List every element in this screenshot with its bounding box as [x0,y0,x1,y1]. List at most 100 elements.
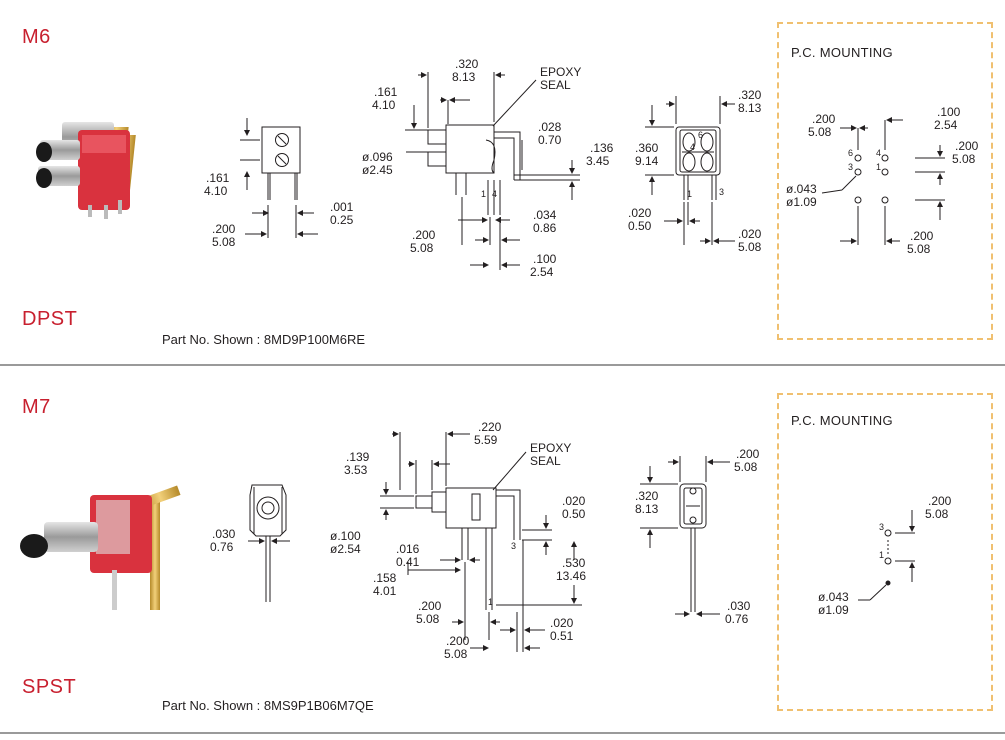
pc-mounting-box-m7 [777,393,993,711]
m6-front-a-in: .028 [538,120,562,134]
m6-front-lever-mm: 4.10 [372,98,396,112]
m6-pcb-d-in: .200 [910,229,934,243]
m7-front-dia-mm: ø2.54 [330,542,361,556]
m6-front-pin-1: 1 [481,189,486,199]
m7-end-p-mm: 0.76 [725,612,749,626]
type-label-dpst: DPST [22,308,78,330]
m7-pcb-a-mm: 5.08 [925,507,949,521]
m7-front-a-mm: 0.50 [562,507,586,521]
m7-side-view [248,484,290,602]
m6-end-h-mm: 9.14 [635,154,659,168]
m6-pcb-hole-mm: ø1.09 [786,195,817,209]
m7-end-w-mm: 5.08 [734,460,758,474]
m7-front-lever-in: .139 [346,450,370,464]
m7-front-c-in: .530 [562,556,586,570]
m6-side-w-in: .200 [212,222,236,236]
m6-end-pin-3: 3 [719,187,724,197]
m6-end-pin-6: 6 [698,130,703,140]
m7-pcb-hole-mm: ø1.09 [818,603,849,617]
m7-end-h-mm: 8.13 [635,502,659,516]
bottom-divider [0,732,1005,734]
m6-end-w-in: .320 [738,88,762,102]
m7-end-h-in: .320 [635,489,659,503]
part-number-m6: Part No. Shown : 8MD9P100M6RE [162,332,366,347]
m7-product-photo [20,485,181,610]
m7-front-lever-mm: 3.53 [344,463,368,477]
m7-front-b-mm: 0.41 [396,555,420,569]
m6-pcb-b-mm: 2.54 [934,118,958,132]
m6-pcb-c-mm: 5.08 [952,152,976,166]
m7-front-dia-in: ø.100 [330,529,361,543]
m6-pcb-a-in: .200 [812,112,836,126]
m6-pcb-hole-in: ø.043 [786,182,817,196]
m7-front-b-in: .016 [396,542,420,556]
m6-end-q-mm: 5.08 [738,240,762,254]
pc-mounting-title-m6: P.C. MOUNTING [791,45,893,60]
m6-pcb-pin-4: 4 [876,148,881,158]
m6-end-view [645,96,735,245]
m6-end-q-in: .020 [738,227,762,241]
model-label-m6: M6 [22,26,51,48]
m6-front-top-mm: 8.13 [452,70,476,84]
m6-end-pin-4: 4 [690,142,695,152]
m7-end-w-in: .200 [736,447,760,461]
m6-pcb-b-in: .100 [937,105,961,119]
m7-front-e-mm: 5.08 [416,612,440,626]
m7-front-f-mm: 5.08 [444,647,468,661]
m6-end-h-in: .360 [635,141,659,155]
m6-side-h-mm: 4.10 [204,184,228,198]
model-label-m7: M7 [22,396,51,418]
m6-side-w-mm: 5.08 [212,235,236,249]
m7-epoxy-1: EPOXY [530,441,571,455]
m7-front-c-mm: 13.46 [556,569,586,583]
m7-pcb-pin-1: 1 [879,550,884,560]
m7-epoxy-2: SEAL [530,454,561,468]
m6-side-t-mm: 0.25 [330,213,354,227]
m7-side-w-mm: 0.76 [210,540,234,554]
m6-front-c-mm: 0.86 [533,221,557,235]
m6-front-e-mm: 2.54 [530,265,554,279]
m6-end-w-mm: 8.13 [738,101,762,115]
m6-front-b-in: .136 [590,141,614,155]
m7-front-d-in: .158 [373,571,397,585]
m6-front-d-mm: 5.08 [410,241,434,255]
m7-front-d-mm: 4.01 [373,584,397,598]
m6-end-p-mm: 0.50 [628,219,652,233]
m6-epoxy-1: EPOXY [540,65,581,79]
m6-front-view [405,72,580,270]
m7-end-p-in: .030 [727,599,751,613]
m7-pcb-layout [858,510,915,601]
m7-pcb-pin-3: 3 [879,522,884,532]
m6-pcb-pin-3: 3 [848,162,853,172]
m7-front-f-in: .200 [446,634,470,648]
m6-side-h-in: .161 [206,171,230,185]
m6-end-pin-1: 1 [687,189,692,199]
m6-pcb-layout [821,117,945,245]
pc-mounting-title-m7: P.C. MOUNTING [791,413,893,428]
pc-mounting-box-m6 [777,22,993,340]
m7-side-w-in: .030 [212,527,236,541]
m6-epoxy-2: SEAL [540,78,571,92]
m6-front-a-mm: 0.70 [538,133,562,147]
m6-front-b-mm: 3.45 [586,154,610,168]
m7-front-pin-1: 1 [488,597,493,607]
m6-pcb-d-mm: 5.08 [907,242,931,256]
m7-front-g-mm: 0.51 [550,629,574,643]
m6-front-c-in: .034 [533,208,557,222]
m7-front-g-in: .020 [550,616,574,630]
m7-end-view [640,456,730,617]
m6-front-top-in: .320 [455,57,479,71]
m6-front-d-in: .200 [412,228,436,242]
m7-front-pin-3: 3 [511,541,516,551]
m7-front-top-in: .220 [478,420,502,434]
m6-pcb-pin-1: 1 [876,162,881,172]
m6-front-lever-in: .161 [374,85,398,99]
m6-front-pin-4: 4 [492,189,497,199]
m6-front-e-in: .100 [533,252,557,266]
m6-product-photo [36,122,136,219]
m7-front-view [380,431,582,652]
m6-end-p-in: .020 [628,206,652,220]
m6-front-dia-mm: ø2.45 [362,163,393,177]
type-label-spst: SPST [22,676,77,698]
